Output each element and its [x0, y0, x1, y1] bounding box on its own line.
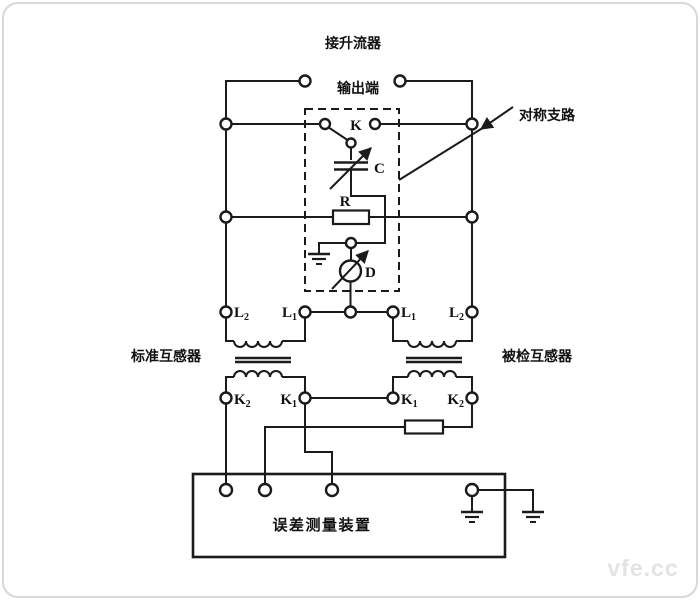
junction-rail2-right — [465, 210, 479, 224]
booster-label: 接升流器 — [325, 35, 382, 51]
output-terminal-right — [393, 74, 407, 88]
tested-transformer-symbol — [406, 340, 462, 378]
lt-secondary-winding — [233, 370, 283, 378]
terminal-label-l1-right: L1 — [401, 305, 416, 323]
symmetric-branch-dashed-box — [304, 108, 400, 292]
tested-transformer-label: 被检互感器 — [502, 348, 573, 364]
burden-resistor-symbol — [403, 419, 445, 435]
junction-rail1-left — [219, 117, 233, 131]
terminal-k2-right — [465, 391, 479, 405]
wire-top-left — [225, 80, 300, 342]
wires — [225, 80, 534, 511]
detector-symbol — [331, 250, 369, 290]
terminals — [218, 74, 480, 498]
terminal-label-k1-right: K1 — [401, 392, 418, 410]
terminal-label-l2-right: L2 — [449, 305, 464, 323]
capacitor-variable-arrow — [329, 147, 372, 190]
rt-primary-winding — [407, 340, 457, 348]
switch-pivot — [345, 137, 357, 149]
lt-primary-winding — [233, 340, 283, 348]
wire-lt-secondary-right-lead — [282, 376, 306, 398]
standard-transformer-label: 标准互感器 — [130, 348, 202, 364]
terminal-label-l1-left: L1 — [282, 305, 297, 323]
switch-label: K — [350, 118, 362, 134]
wire-lt-secondary-left-lead — [225, 376, 234, 398]
resistor-label: R — [340, 194, 351, 210]
errorbox-terminal-3 — [324, 482, 340, 498]
resistor-symbol — [331, 209, 371, 226]
ground-icon-errorbox — [459, 510, 485, 524]
terminal-k1-right — [386, 391, 400, 405]
terminal-label-k1-left: K1 — [280, 392, 297, 410]
capacitor-label: C — [374, 161, 385, 177]
wire-capacitor-branch — [350, 170, 386, 244]
switch-contact-right — [368, 117, 382, 131]
terminal-label-k2-left: K2 — [234, 392, 251, 410]
switch-blade — [327, 126, 350, 142]
symmetric-branch-leader-arrow — [479, 106, 514, 130]
wire-k1left-to-errorbox — [304, 403, 333, 490]
wire-ground-tap — [318, 242, 351, 253]
wire-k2right-to-burden — [443, 403, 473, 428]
output-terminals-label: 输出端 — [337, 80, 379, 96]
error-device-label: 误差测量装置 — [272, 516, 371, 534]
errorbox-terminal-1 — [218, 482, 234, 498]
error-device-box — [191, 472, 507, 559]
terminal-k1-left — [298, 391, 312, 405]
wire-rt-secondary-left-lead — [392, 376, 408, 398]
detector-label: D — [365, 265, 376, 281]
junction-detector-top — [344, 236, 358, 250]
terminal-l1-right — [386, 305, 400, 319]
wire-external-ground — [478, 489, 534, 511]
capacitor-symbol — [329, 147, 372, 190]
terminal-l1-left — [298, 305, 312, 319]
terminal-l2-right — [465, 305, 479, 319]
ground-icon-detector — [306, 252, 332, 266]
standard-transformer-symbol — [233, 340, 291, 378]
symmetric-branch-label: 对称支路 — [519, 107, 576, 123]
errorbox-terminal-ground — [464, 482, 480, 498]
errorbox-terminal-2 — [257, 482, 273, 498]
wire-rt-secondary-right-lead — [456, 376, 473, 398]
junction-rail1-right — [465, 117, 479, 131]
terminal-l2-left — [219, 305, 233, 319]
detector-variable-arrow — [331, 250, 369, 290]
terminal-label-l2-left: L2 — [234, 305, 249, 323]
symmetric-branch-leader-line — [398, 128, 482, 181]
rt-secondary-winding — [407, 370, 457, 378]
switch-contact-left — [318, 117, 332, 131]
terminal-label-k2-right: K2 — [447, 392, 464, 410]
wire-top-right — [405, 80, 473, 342]
junction-center — [343, 305, 358, 319]
wire-lt-primary-right-lead — [282, 312, 306, 342]
wire-burden-to-errorbox — [264, 426, 405, 490]
junction-rail2-left — [219, 210, 233, 224]
ground-icon-external — [520, 510, 546, 524]
watermark: vfe.cc — [607, 555, 678, 581]
terminal-k2-left — [219, 391, 233, 405]
wire-rt-primary-left-lead — [392, 312, 408, 342]
output-terminal-left — [298, 74, 312, 88]
